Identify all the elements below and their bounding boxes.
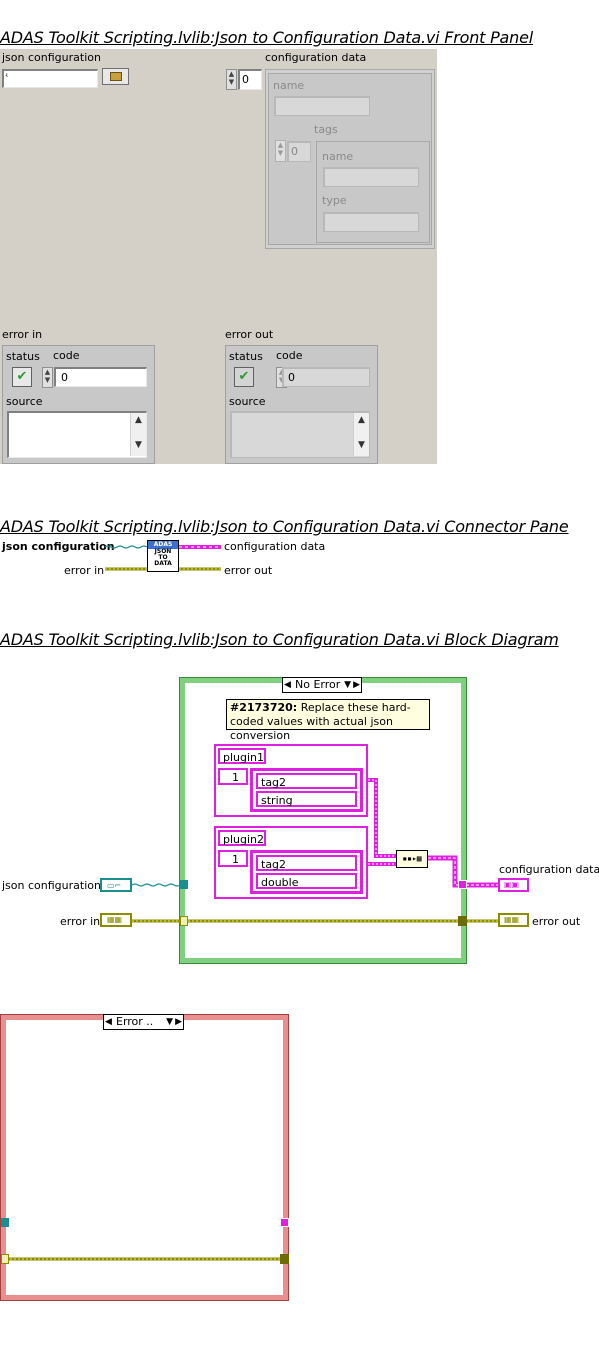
error-out-case-tunnel[interactable] [458,916,467,926]
tags-label: tags [314,123,338,136]
bd-error-out-label: error out [532,915,581,928]
error-in-code-input[interactable]: 0 [54,367,147,387]
plugin2-tag-name[interactable]: tag2 [256,855,357,871]
array-terminal-icon: ▣▣ [504,880,520,889]
plugin1-tag-type[interactable]: string [256,791,357,807]
tag-name-input[interactable] [323,167,419,187]
error-out-status-indicator: ✔ [234,367,254,387]
case-selector-error[interactable]: ◀ Error .. ▼ ▶ [103,1014,184,1030]
todo-comment: #2173720: Replace these hard-coded value… [226,699,430,742]
case-structure-error[interactable] [0,1014,289,1301]
bd-json-configuration-label: json configuration [2,879,101,892]
increment-arrow-icon: ▶ [353,680,360,690]
scroll-down-icon: ▼ [358,440,365,450]
bd-error-in-label: error in [60,915,101,928]
decrement-arrow-icon: ◀ [105,1017,112,1027]
error-in-source-scrollbar[interactable]: ▲ ▼ [130,413,146,456]
error-out-status-label: status [229,350,263,363]
increment-arrow-icon: ▶ [175,1017,182,1027]
tags-index-input[interactable]: 0 [287,141,311,162]
bd-configuration-data-label: configuration data [499,863,599,876]
path-terminal-icon: ▭⌐ [107,881,122,890]
plugin1-array-index[interactable]: 1 [218,768,248,785]
connector-error-in-label: error in [64,564,105,577]
array-index-stepper[interactable]: ▲▼ [226,69,237,90]
error-in-source-input[interactable] [7,411,147,458]
connector-pane-title: ADAS Toolkit Scripting.lvlib:Json to Con… [0,517,569,536]
array-index-input[interactable]: 0 [238,69,262,90]
browse-button[interactable] [102,68,129,85]
connector-configuration-data-label: configuration data [224,540,326,553]
vi-icon-line3: TO [158,554,168,561]
error-out-code-display: 0 [282,367,370,387]
json-input-tunnel[interactable] [180,880,188,889]
plugin2-name-constant[interactable]: plugin2 [218,830,266,846]
tag-type-input[interactable] [323,212,419,232]
configuration-data-terminal[interactable]: ▣▣ [498,878,529,892]
error-out-code-label: code [276,349,303,362]
todo-comment-id: #2173720: [230,701,298,714]
dropdown-arrow-icon: ▼ [344,680,351,690]
tags-index-stepper[interactable]: ▲▼ [275,140,286,162]
decrement-arrow-icon: ◀ [284,680,291,690]
scroll-down-icon: ▼ [135,440,142,450]
json-configuration-terminal[interactable]: ▭⌐ [100,878,132,892]
folder-icon [110,72,122,81]
plugin2-array-index[interactable]: 1 [218,850,248,867]
connector-error-out-label: error out [224,564,273,577]
error-in-code-stepper[interactable]: ▲▼ [42,367,53,388]
scroll-up-icon: ▲ [358,415,365,425]
config-name-label: name [273,79,305,92]
todo-comment-text: Replace these hard-coded values with act… [230,701,411,742]
error-out-source-label: source [229,395,266,408]
error-case-json-tunnel[interactable] [1,1218,9,1227]
front-panel-title: ADAS Toolkit Scripting.lvlib:Json to Con… [0,28,533,47]
tag-type-label: type [322,194,347,207]
build-array-icon: ▪▪▸▦ [402,854,422,863]
error-case-error-out-tunnel[interactable] [280,1254,289,1264]
configuration-data-label: configuration data [265,51,367,64]
dropdown-arrow-icon: ▼ [166,1017,173,1027]
error-out-source-scrollbar[interactable]: ▲ ▼ [353,413,369,456]
vi-icon-line4: DATA [154,560,172,567]
error-in-status-checkbox[interactable]: ✔ [12,367,32,387]
build-array-node[interactable]: ▪▪▸▦ [396,850,428,868]
error-out-source-display [230,411,370,458]
plugin2-tag-type[interactable]: double [256,873,357,889]
cluster-terminal-icon: ▦▦ [107,915,123,924]
block-diagram-wires [131,778,498,923]
vi-icon: ADAS JSON TO DATA [147,540,179,572]
error-in-terminal[interactable]: ▦▦ [100,913,132,927]
vi-icon-header: ADAS [148,541,178,549]
plugin1-name-constant[interactable]: plugin1 [218,748,266,764]
error-case-error-in-tunnel[interactable] [1,1254,9,1264]
vi-icon-line2: JSON [154,548,172,555]
plugin1-tag-name[interactable]: tag2 [256,773,357,789]
cluster-terminal-icon: ▦▦ [504,915,520,924]
error-out-label: error out [225,328,274,341]
case-selector-no-error[interactable]: ◀ No Error ▼ ▶ [282,677,362,693]
scroll-up-icon: ▲ [135,415,142,425]
error-out-terminal[interactable]: ▦▦ [498,913,529,927]
config-name-input[interactable] [274,96,370,116]
error-in-source-label: source [6,395,43,408]
case-selector-label: Error .. [116,1015,154,1028]
error-in-code-label: code [53,349,80,362]
config-output-tunnel[interactable] [458,880,467,889]
error-in-case-tunnel[interactable] [180,916,188,926]
json-configuration-path-input[interactable]: ʵ [2,69,98,88]
path-type-icon: ʵ [5,72,8,82]
connector-json-configuration-label: json configuration [2,540,115,553]
json-configuration-label: json configuration [2,51,101,64]
error-in-status-label: status [6,350,40,363]
connector-wires [104,545,221,571]
case-selector-label: No Error [295,678,341,691]
tag-name-label: name [322,150,354,163]
error-case-config-tunnel[interactable] [280,1218,289,1227]
error-case-wire [6,1257,281,1261]
error-in-label: error in [2,328,43,341]
block-diagram-title: ADAS Toolkit Scripting.lvlib:Json to Con… [0,630,559,649]
